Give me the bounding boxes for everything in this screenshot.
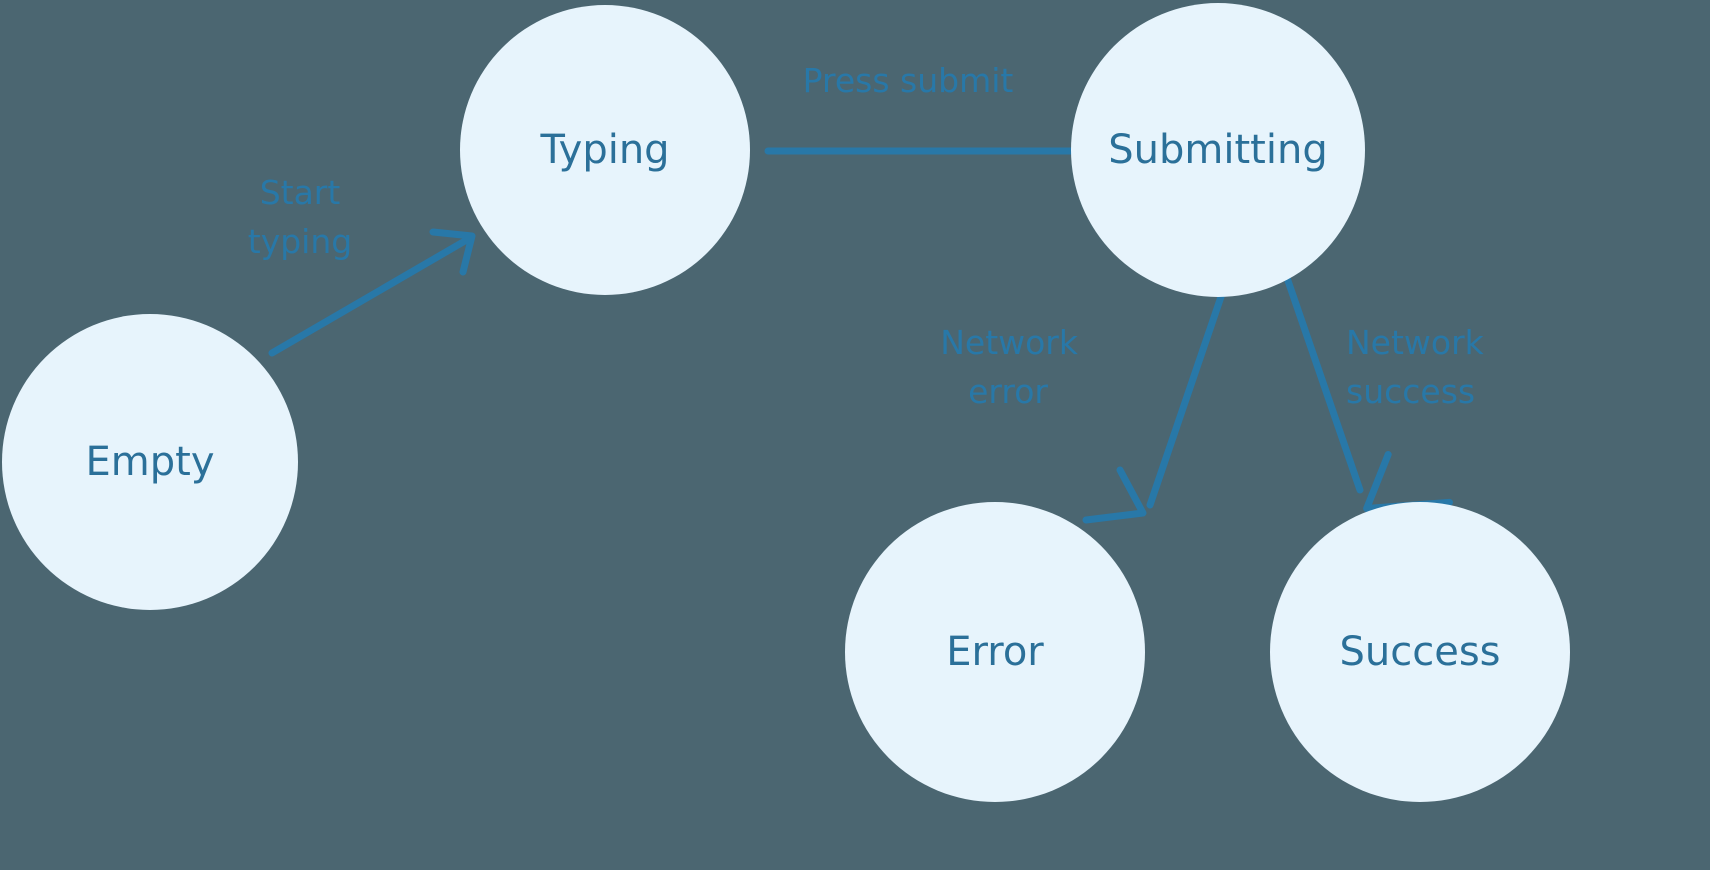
edge-submitting-to-success-label-line1: Network [1346, 323, 1485, 362]
node-success-circle [1270, 502, 1570, 802]
edge-empty-to-typing-label-line2: typing [248, 222, 352, 261]
node-submitting-label: Submitting [1108, 127, 1327, 173]
edge-submitting-to-success-line [1282, 271, 1364, 494]
node-typing-circle [460, 5, 750, 295]
node-submitting-circle [1071, 3, 1365, 297]
node-error-label: Error [946, 629, 1044, 675]
edge-typing-to-submitting[interactable]: Press submit [764, 61, 1147, 185]
edge-empty-to-typing[interactable]: Start typing [248, 173, 476, 357]
edge-empty-to-typing-line [268, 234, 474, 357]
node-success-label: Success [1339, 629, 1500, 675]
node-typing[interactable]: Typing [460, 5, 750, 295]
edge-typing-to-submitting-label-line1: Press submit [803, 61, 1014, 100]
edge-empty-to-typing-label-line1: Start [260, 173, 341, 212]
edge-submitting-to-error-label-line2: error [968, 372, 1048, 411]
node-empty-label: Empty [86, 439, 215, 485]
node-submitting[interactable]: Submitting [1071, 3, 1365, 297]
node-error-circle [845, 502, 1145, 802]
edge-submitting-to-success[interactable]: Network success [1282, 271, 1485, 513]
node-empty-circle [2, 314, 298, 610]
node-error[interactable]: Error [845, 502, 1145, 802]
edge-submitting-to-error-label-line1: Network [940, 323, 1079, 362]
node-typing-label: Typing [539, 127, 669, 173]
edge-empty-to-typing-arrowhead [429, 228, 476, 276]
node-empty[interactable]: Empty [2, 314, 298, 610]
edge-submitting-to-error[interactable]: Network error [940, 284, 1228, 524]
node-success[interactable]: Success [1270, 502, 1570, 802]
edge-submitting-to-error-arrowhead [1082, 466, 1147, 524]
edge-submitting-to-success-label-line2: success [1346, 372, 1475, 411]
edge-submitting-to-error-line [1146, 284, 1228, 509]
